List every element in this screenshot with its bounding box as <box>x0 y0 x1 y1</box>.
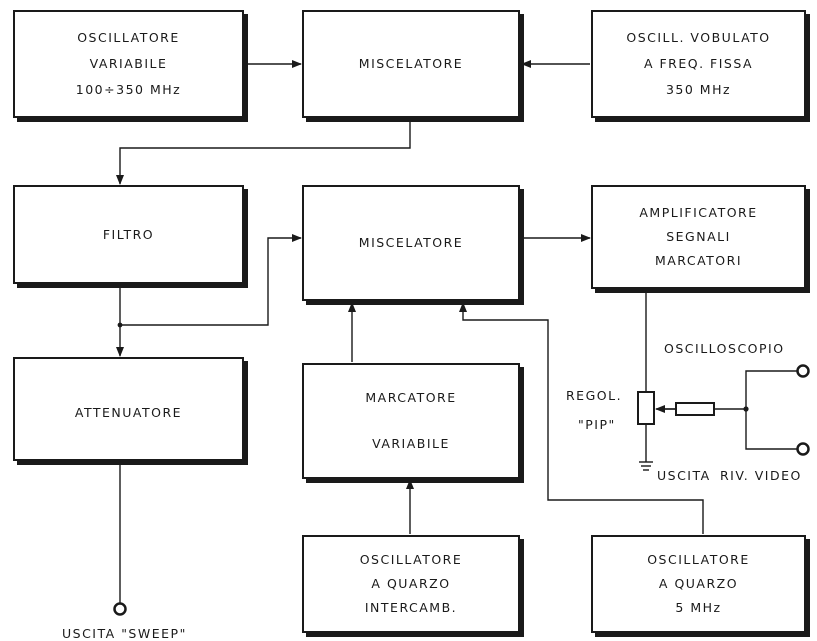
block-oscillatore-quarzo-intercamb: OSCILLATORE A QUARZO INTERCAMB. <box>302 535 520 633</box>
block-line: MARCATORI <box>654 253 743 268</box>
block-line: 100÷350 MHz <box>75 82 182 97</box>
oscilloscopio-terminal <box>796 364 810 378</box>
block-line: A FREQ. FISSA <box>643 56 754 71</box>
block-oscillatore-variabile: OSCILLATORE VARIABILE 100÷350 MHz <box>13 10 244 118</box>
label-uscita: USCITA <box>657 468 711 483</box>
label-oscilloscopio: OSCILLOSCOPIO <box>664 341 785 356</box>
block-line: 5 MHz <box>675 600 722 615</box>
block-line: A QUARZO <box>658 576 739 591</box>
wire-misc-to-filtro <box>116 120 411 185</box>
wire-osc5-to-misc <box>459 302 704 534</box>
block-attenuatore: ATTENUATORE <box>13 357 244 461</box>
block-miscelatore-mid: MISCELATORE <box>302 185 520 301</box>
block-marcatore-variabile: MARCATORE VARIABILE <box>302 363 520 479</box>
block-line: OSCILLATORE <box>77 30 180 45</box>
block-line: A QUARZO <box>371 576 451 591</box>
potentiometer-symbol <box>637 391 655 425</box>
block-miscelatore-top: MISCELATORE <box>302 10 520 118</box>
block-line: MISCELATORE <box>358 56 464 71</box>
label-uscita-sweep: USCITA "SWEEP" <box>62 626 187 641</box>
block-line: ATTENUATORE <box>74 405 183 420</box>
block-filtro: FILTRO <box>13 185 244 284</box>
block-line: 350 MHz <box>665 82 732 97</box>
block-line: OSCILLATORE <box>647 552 750 567</box>
label-pip: "PIP" <box>578 417 616 432</box>
resistor-symbol <box>675 402 715 416</box>
block-line: VARIABILE <box>89 56 168 71</box>
block-line: OSCILL. VOBULATO <box>626 30 771 45</box>
block-oscillatore-quarzo-5mhz: OSCILLATORE A QUARZO 5 MHz <box>591 535 806 633</box>
block-line: AMPLIFICATORE <box>639 205 758 220</box>
block-line: FILTRO <box>102 226 155 242</box>
sweep-output-terminal <box>113 602 127 616</box>
branch-dot <box>117 322 123 328</box>
block-line: SEGNALI <box>666 229 731 244</box>
block-line: MARCATORE <box>365 390 457 405</box>
wire-branch-to-misc <box>120 234 302 326</box>
label-regol: REGOL. <box>566 388 623 403</box>
rivvideo-terminal <box>796 442 810 456</box>
block-oscill-vobulato: OSCILL. VOBULATO A FREQ. FISSA 350 MHz <box>591 10 806 118</box>
block-line: MISCELATORE <box>358 235 464 250</box>
wire-junction-to-oscilloscopio <box>745 370 797 409</box>
block-amplificatore: AMPLIFICATORE SEGNALI MARCATORI <box>591 185 806 289</box>
label-riv-video: RIV. VIDEO <box>720 468 802 483</box>
wire-junction-to-rivvideo <box>745 409 797 450</box>
junction-dot <box>743 406 749 412</box>
ground-symbol <box>639 461 653 471</box>
block-line: OSCILLATORE <box>359 552 463 567</box>
block-line: INTERCAMB. <box>364 600 458 615</box>
block-line: VARIABILE <box>372 436 450 451</box>
